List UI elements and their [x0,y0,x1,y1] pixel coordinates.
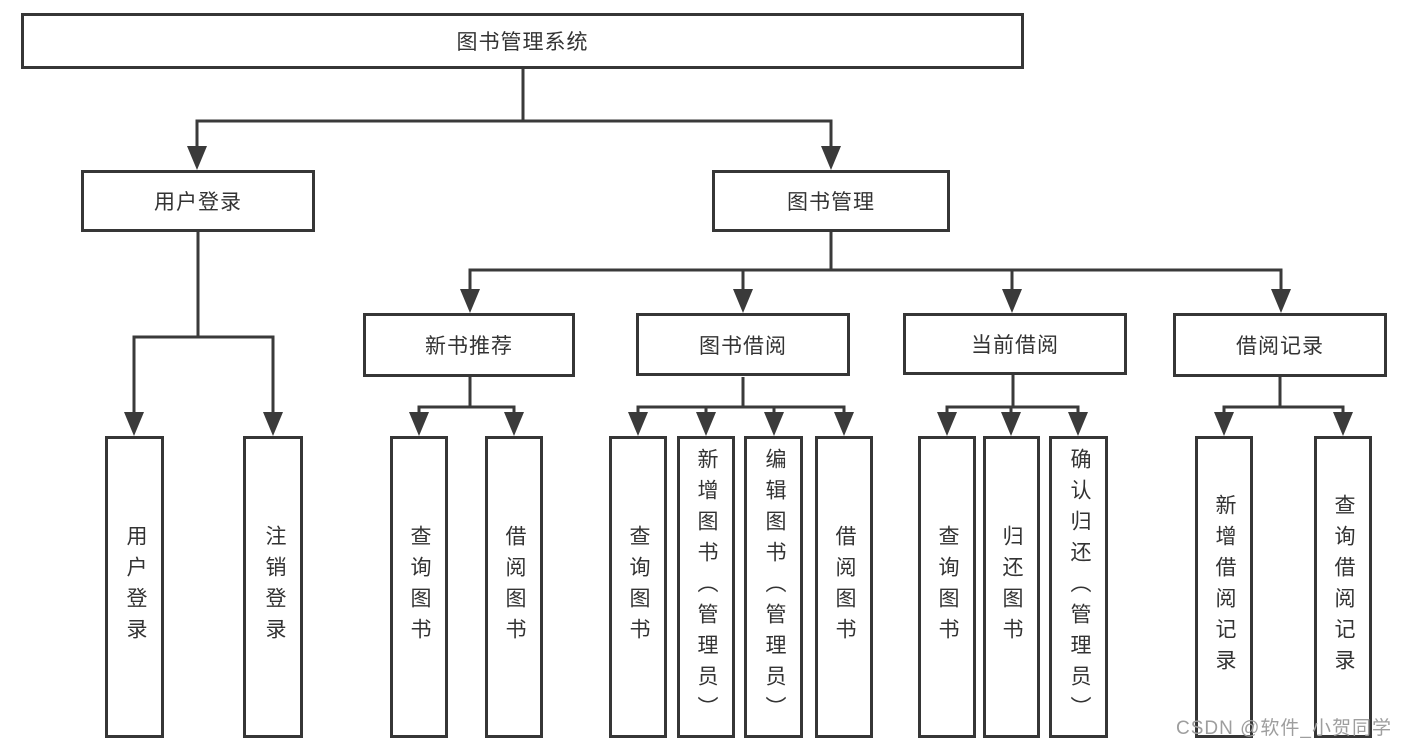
leaf-recommend-borrow-books: 借阅图书 [485,436,543,738]
leaf-confirm-return-admin: 确认归还（管理员） [1049,436,1108,738]
arrow-down-icon [937,412,957,436]
node-borrowing-records: 借阅记录 [1173,313,1387,377]
connector-records-to-leaves [1222,377,1345,413]
arrow-down-icon [1001,412,1021,436]
connector-userlogin-to-leaves [132,232,275,413]
leaf-add-books-admin: 新增图书（管理员） [677,436,735,738]
connector-current-to-leaves [945,375,1080,413]
arrow-down-icon [821,146,841,170]
arrow-down-icon [733,289,753,313]
leaf-recommend-query-books: 查询图书 [390,436,448,738]
connector-borrowing-to-leaves [636,377,846,413]
leaf-query-borrow-record: 查询借阅记录 [1314,436,1372,738]
leaf-user-login: 用户登录 [105,436,164,738]
arrow-down-icon [1002,289,1022,313]
arrowheads [124,146,1353,436]
connector-bookmgmt-to-level3 [468,232,1283,290]
node-book-borrowing: 图书借阅 [636,313,850,376]
node-book-management: 图书管理 [712,170,950,232]
leaf-edit-books-admin: 编辑图书（管理员） [744,436,803,738]
arrow-down-icon [504,412,524,436]
connector-recommend-to-leaves [417,377,516,413]
connector-paths [132,69,1345,413]
leaf-current-query-books: 查询图书 [918,436,976,738]
arrow-down-icon [628,412,648,436]
arrow-down-icon [1214,412,1234,436]
arrow-down-icon [1068,412,1088,436]
node-current-borrowing: 当前借阅 [903,313,1127,375]
csdn-watermark: CSDN @软件_小贺同学 [1176,718,1392,739]
leaf-borrowing-borrow-books: 借阅图书 [815,436,873,738]
arrow-down-icon [764,412,784,436]
arrow-down-icon [1333,412,1353,436]
leaf-borrowing-query-books: 查询图书 [609,436,667,738]
arrow-down-icon [696,412,716,436]
arrow-down-icon [834,412,854,436]
leaf-add-borrow-record: 新增借阅记录 [1195,436,1253,738]
arrow-down-icon [1271,289,1291,313]
arrow-down-icon [409,412,429,436]
arrow-down-icon [263,412,283,436]
leaf-logout: 注销登录 [243,436,303,738]
leaf-return-books: 归还图书 [983,436,1040,738]
arrow-down-icon [460,289,480,313]
arrow-down-icon [124,412,144,436]
node-new-book-recommend: 新书推荐 [363,313,575,377]
node-user-login: 用户登录 [81,170,315,232]
connector-root-to-level2 [195,69,833,147]
arrow-down-icon [187,146,207,170]
node-library-system: 图书管理系统 [21,13,1024,69]
